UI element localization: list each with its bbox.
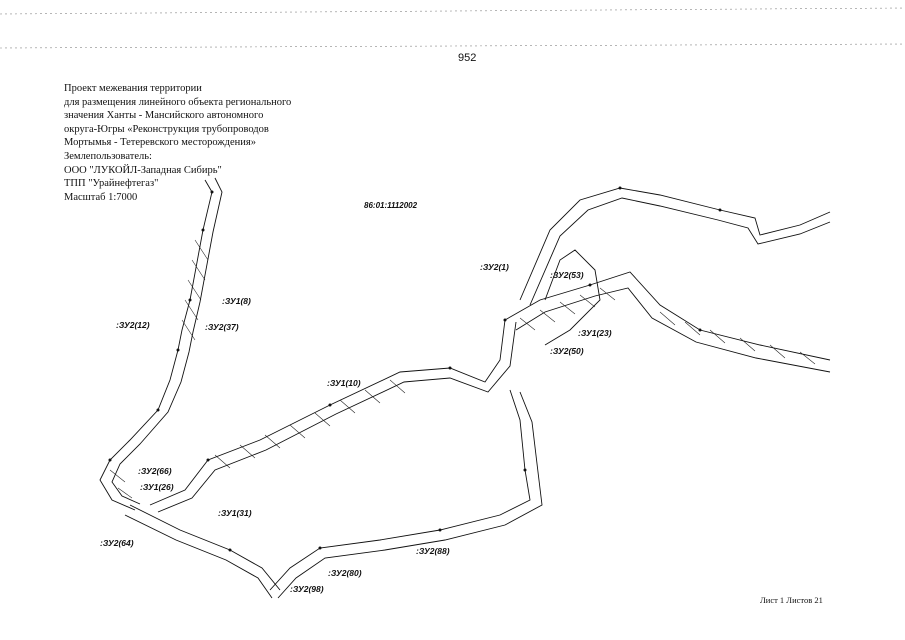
scan-edge (0, 7, 905, 49)
land-user-company: ООО "ЛУКОЙЛ-Западная Сибирь" (64, 164, 222, 176)
corridor-south-west-edge (124, 514, 273, 599)
right-of-way-hatching (109, 239, 816, 499)
zone-label: :ЗУ2(88) (416, 546, 450, 556)
zone-label: :ЗУ1(10) (327, 378, 361, 388)
corridor-north-branch (99, 179, 213, 511)
zone-label: :ЗУ1(26) (140, 482, 174, 492)
inner-road (544, 249, 601, 346)
title-block: Проект межевания территории для размещен… (64, 82, 291, 204)
zone-label: :ЗУ2(64) (100, 538, 134, 548)
scale-label: Масштаб 1:7000 (64, 191, 138, 203)
road-north-edge (529, 197, 831, 306)
zone-label: :ЗУ2(50) (550, 346, 584, 356)
zone-label: :ЗУ2(80) (328, 568, 362, 578)
land-user-division: ТПП "Урайнефтегаз" (64, 178, 159, 190)
title-line: Мортымья - Тетеревского месторождения» (64, 137, 256, 149)
zone-label: :ЗУ1(31) (218, 508, 252, 518)
zone-label: :ЗУ2(53) (550, 270, 584, 280)
zone-label: :ЗУ2(1) (480, 262, 509, 272)
corridor-east-branch (504, 271, 831, 361)
pipeline-corridor (99, 177, 831, 599)
corridor-south-loop (269, 389, 531, 591)
road-north (519, 187, 831, 301)
corridor-east-branch-edge (515, 287, 831, 373)
zone-label: :ЗУ2(37) (205, 322, 239, 332)
land-user-label: Землепользователь: (64, 150, 152, 162)
corridor-south-loop-edge (277, 391, 543, 599)
page-number: 952 (458, 52, 477, 64)
survey-points (108, 186, 722, 552)
corridor-main-diagonal (149, 319, 506, 506)
title-line: для размещения линейного объекта региона… (64, 96, 292, 108)
zone-label: :ЗУ1(8) (222, 296, 251, 306)
corridor-main-diagonal-edge (157, 321, 517, 513)
zone-label: :ЗУ2(12) (116, 320, 150, 330)
corridor-north-branch-edge (111, 177, 223, 505)
title-line: округа-Югры «Реконструкция трубопроводов (64, 123, 269, 135)
zone-label: :ЗУ2(66) (138, 466, 172, 476)
zone-label: :ЗУ2(98) (290, 584, 324, 594)
title-line: значения Ханты - Мансийского автономного (64, 110, 264, 122)
sheet-number: Лист 1 Листов 21 (760, 595, 823, 605)
cadastral-block-number: 86:01:1112002 (364, 201, 418, 210)
zone-label: :ЗУ1(23) (578, 328, 612, 338)
title-line: Проект межевания территории (64, 83, 202, 94)
